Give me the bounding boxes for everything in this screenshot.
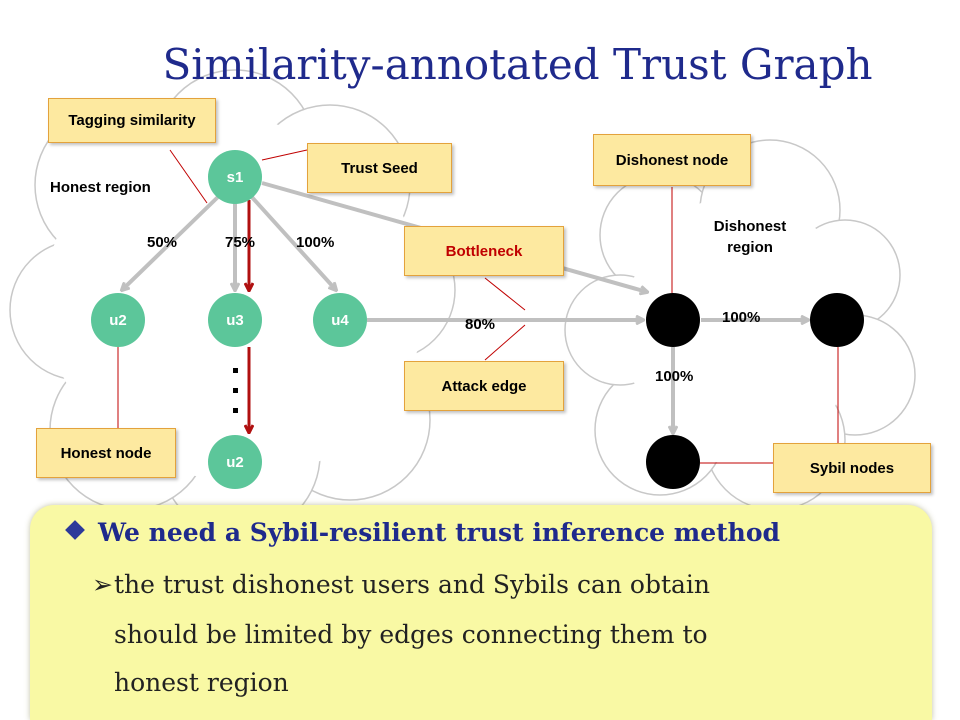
callout-attack-edge: Attack edge — [404, 361, 564, 411]
sybil-node-bottom — [646, 435, 700, 489]
dishonest-region-label: Dishonest region — [690, 218, 810, 256]
svg-text:u3: u3 — [226, 312, 244, 329]
bullet-sub-line2: should be limited by edges connecting th… — [114, 620, 708, 649]
callout-sybil-nodes: Sybil nodes — [773, 443, 931, 493]
edge-s1-u4 — [248, 193, 336, 290]
edge-label-s1-u3: 75% — [225, 234, 256, 251]
callout-tagging-similarity: Tagging similarity — [48, 98, 216, 143]
callout-bottleneck: Bottleneck — [404, 226, 564, 276]
bullet-main-text: We need a Sybil-resilient trust inferenc… — [98, 518, 781, 547]
dishonest-region-label-line2: region — [727, 239, 773, 256]
edge-label-sybil-vertical: 100% — [655, 368, 694, 385]
bullet-sub-line1: the trust dishonest users and Sybils can… — [114, 570, 710, 599]
svg-text:s1: s1 — [227, 169, 244, 186]
diamond-bullet-icon — [65, 520, 85, 540]
bullet-sub-line3: honest region — [114, 668, 289, 697]
ellipsis-dots — [233, 368, 238, 413]
sybil-node-right — [810, 293, 864, 347]
callout-trust-seed: Trust Seed — [307, 143, 452, 193]
bullet-box: We need a Sybil-resilient trust inferenc… — [30, 505, 932, 720]
edge-label-attack: 80% — [465, 316, 496, 333]
callout-connectors — [117, 149, 839, 464]
edge-s1-u2 — [122, 193, 222, 290]
dishonest-region-label-line1: Dishonest — [713, 218, 787, 235]
dishonest-node — [646, 293, 700, 347]
honest-region-label: Honest region — [50, 179, 151, 196]
callout-honest-node: Honest node — [36, 428, 176, 478]
callout-dishonest-node: Dishonest node — [593, 134, 751, 186]
arrow-bullet-icon: ➢ — [92, 570, 113, 599]
svg-text:u4: u4 — [331, 312, 349, 329]
node-u3: u3 — [208, 293, 262, 347]
edge-label-sybil-horizontal: 100% — [722, 309, 761, 326]
node-u4: u4 — [313, 293, 367, 347]
page-title: Similarity-annotated Trust Graph — [162, 40, 873, 89]
svg-text:u2: u2 — [109, 312, 127, 329]
node-u2-bottom: u2 — [208, 435, 262, 489]
node-u2-left: u2 — [91, 293, 145, 347]
edge-label-s1-u2: 50% — [147, 234, 178, 251]
svg-text:u2: u2 — [226, 454, 244, 471]
edge-label-s1-u4: 100% — [296, 234, 335, 251]
node-s1: s1 — [208, 150, 262, 204]
